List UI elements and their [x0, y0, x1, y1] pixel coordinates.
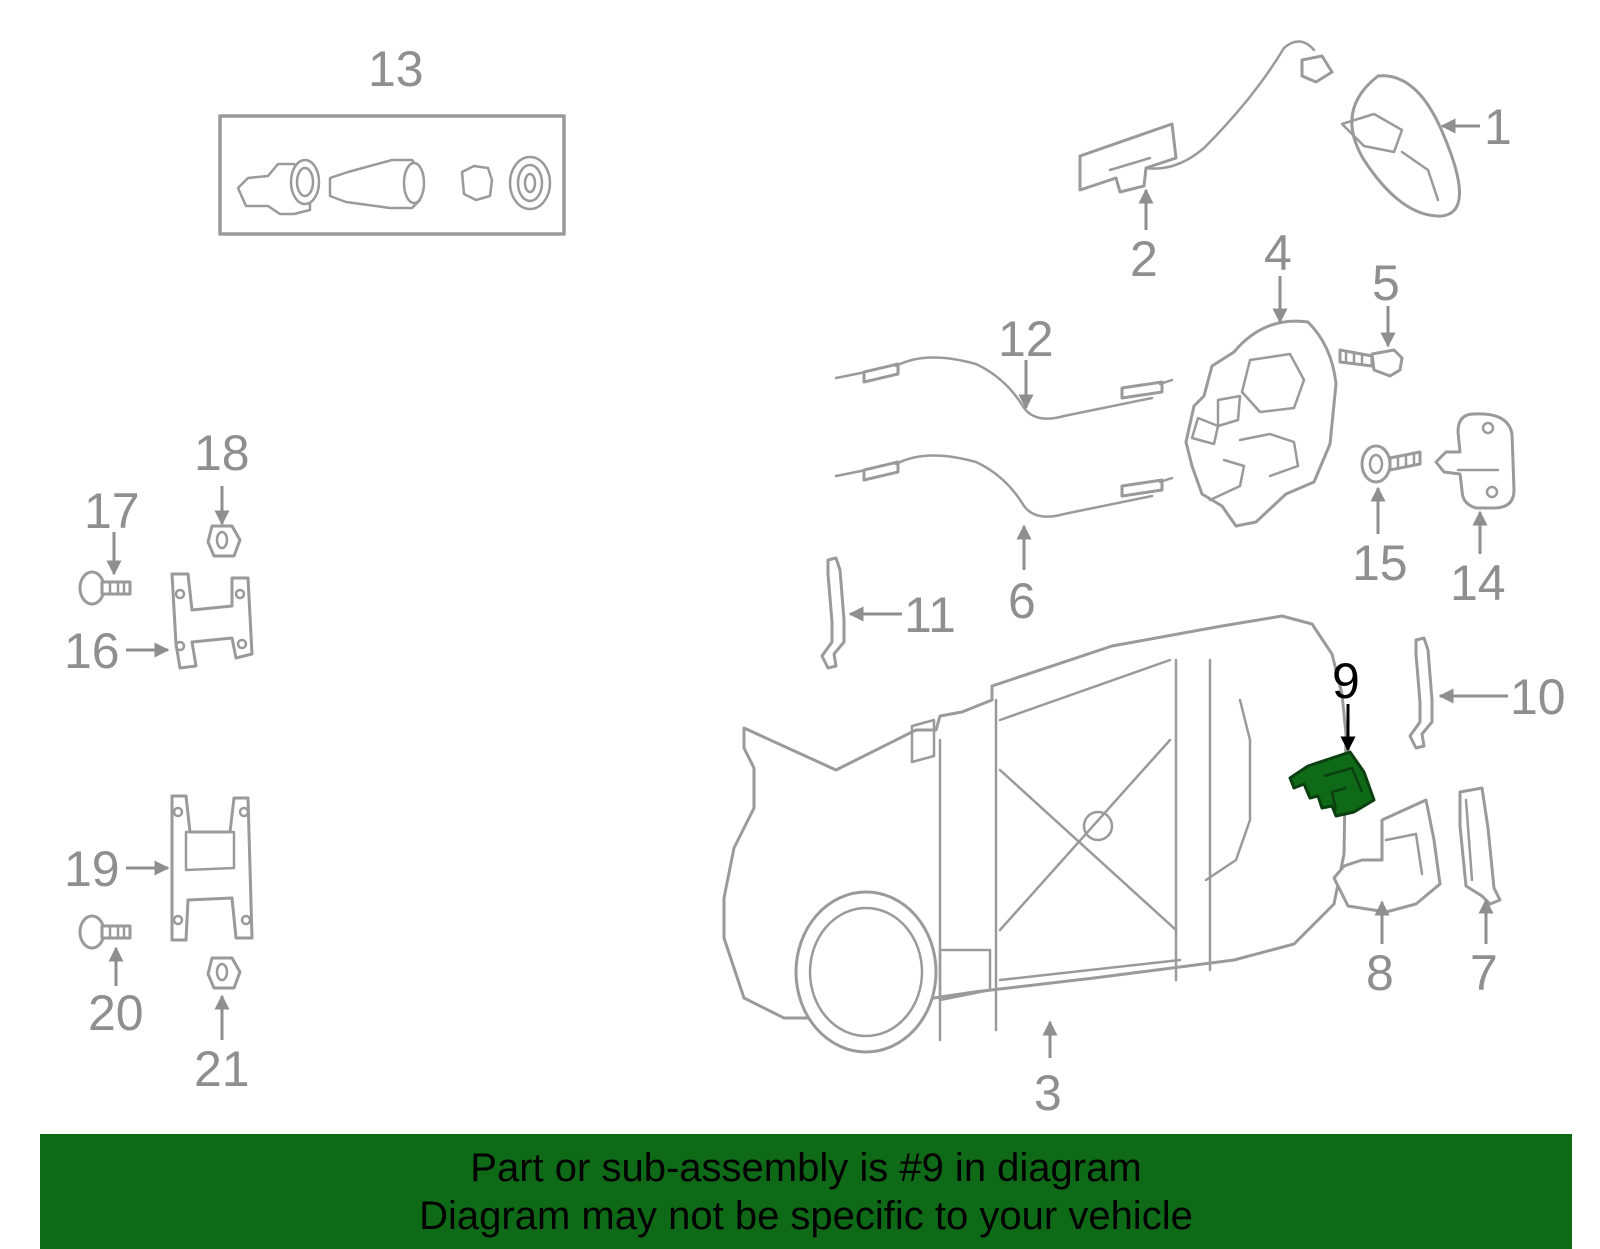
part-5-bolt — [1338, 348, 1404, 378]
part-15-screw — [1360, 444, 1422, 484]
banner-line-disclaimer: Diagram may not be specific to your vehi… — [419, 1194, 1193, 1238]
callout-3: 3 — [1034, 1065, 1062, 1121]
callout-16: 16 — [64, 623, 120, 679]
callout-17: 17 — [84, 483, 140, 539]
callout-21: 21 — [194, 1041, 250, 1097]
part-8-bracket — [1332, 798, 1442, 914]
part-19-lower-hinge — [170, 794, 254, 942]
callout-8: 8 — [1366, 945, 1394, 1001]
part-12-rod — [834, 356, 1174, 420]
callout-5: 5 — [1372, 255, 1400, 311]
callout-18: 18 — [194, 425, 250, 481]
part-11-clip — [820, 556, 846, 670]
info-banner: Part or sub-assembly is #9 in diagram Di… — [40, 1134, 1572, 1249]
part-20-bolt — [78, 914, 132, 950]
part-6-rod — [834, 454, 1174, 518]
part-18-nut — [206, 524, 242, 558]
part-10-clip — [1408, 636, 1434, 750]
callout-9: 9 — [1332, 653, 1360, 709]
part-14-striker — [1434, 412, 1516, 510]
part-3-door-module-panel — [722, 614, 1348, 1054]
part-1-outside-handle — [1340, 74, 1461, 218]
part-7-channel — [1458, 786, 1502, 906]
callout-1: 1 — [1484, 99, 1512, 155]
callout-14: 14 — [1450, 555, 1506, 611]
callout-6: 6 — [1008, 573, 1036, 629]
leader-lines — [106, 118, 1508, 1058]
callout-20: 20 — [88, 985, 144, 1041]
callout-2: 2 — [1130, 231, 1158, 287]
part-9-highlighted — [1288, 750, 1376, 818]
part-4-latch — [1184, 319, 1338, 528]
callout-11: 11 — [904, 587, 956, 643]
callout-10: 10 — [1510, 669, 1566, 725]
part-21-nut — [206, 956, 242, 990]
part-16-upper-hinge — [170, 572, 254, 670]
callout-12: 12 — [998, 311, 1054, 367]
callout-4: 4 — [1264, 225, 1292, 281]
part-17-bolt — [78, 570, 132, 606]
callout-numbers: 1 2 3 4 5 6 7 8 9 10 11 12 13 14 15 16 1… — [64, 41, 1566, 1121]
callout-7: 7 — [1470, 945, 1498, 1001]
callout-19: 19 — [64, 841, 120, 897]
part-13-lock-cylinder-set — [218, 114, 566, 236]
part-2-handle-bracket — [1078, 40, 1334, 194]
banner-line-part-number: Part or sub-assembly is #9 in diagram — [470, 1146, 1142, 1190]
callout-15: 15 — [1352, 535, 1408, 591]
callout-13: 13 — [368, 41, 424, 97]
